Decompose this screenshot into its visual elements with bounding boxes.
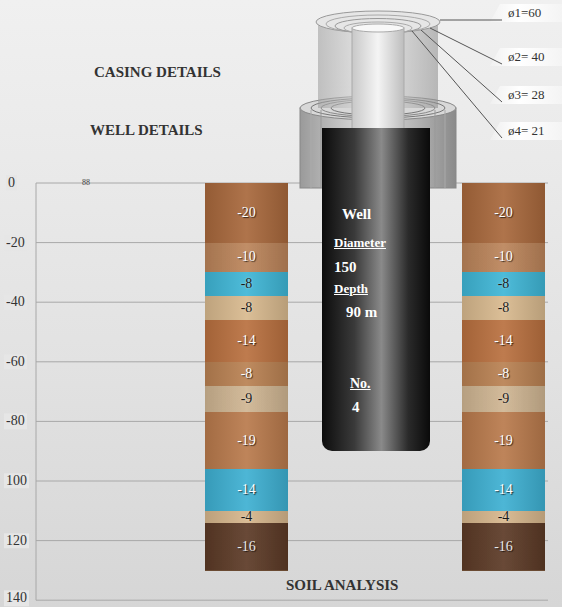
layer-thickness: -9 (498, 392, 510, 406)
casing-diameter: ø3= 28 (508, 88, 545, 102)
soil-layer: -20 (462, 183, 545, 243)
layer-thickness: -20 (237, 206, 256, 220)
well-text: Depth (334, 282, 368, 296)
layer-thickness: -8 (241, 367, 253, 381)
soil-layer: -8 (205, 362, 288, 386)
depth-tick: 140 (4, 590, 29, 605)
axis-line (36, 183, 37, 600)
grid-line (36, 600, 548, 601)
soil-layer: -10 (205, 243, 288, 273)
layer-thickness: -14 (494, 334, 513, 348)
layer-thickness: -14 (237, 334, 256, 348)
soil-layer: -14 (462, 320, 545, 362)
casing-leaders (412, 4, 562, 140)
well-text: Well (342, 206, 371, 223)
layer-thickness: -14 (494, 483, 513, 497)
soil-layer: -9 (462, 386, 545, 413)
soil-layer: -4 (462, 511, 545, 523)
soil-layer: -16 (205, 523, 288, 571)
depth-tick: -40 (4, 294, 27, 309)
well-shaft: WellDiameter 150Depth 90 m No. 4 (322, 128, 430, 451)
layer-thickness: -4 (498, 510, 510, 524)
soil-column (205, 183, 288, 571)
soil-layer: -19 (462, 412, 545, 469)
casing-diameter: ø2= 40 (508, 50, 545, 64)
soil-layer: -9 (205, 386, 288, 413)
layer-thickness: -8 (241, 277, 253, 291)
layer-thickness: -19 (237, 434, 256, 448)
depth-tick: 100 (4, 473, 29, 488)
layer-thickness: -19 (494, 434, 513, 448)
well-text: 4 (352, 399, 360, 416)
well-text: Diameter (334, 236, 386, 250)
soil-layer: -10 (462, 243, 545, 273)
soil-layer: -8 (462, 272, 545, 296)
depth-tick: -20 (4, 235, 27, 250)
section-heading: WELL DETAILS (90, 122, 203, 139)
layer-thickness: -9 (241, 392, 253, 406)
well-text: No. (350, 376, 371, 391)
layer-thickness: -10 (494, 250, 513, 264)
casing-diameter: ø1=60 (508, 6, 541, 20)
depth-tick: 120 (4, 533, 29, 548)
casing-diameter: ø4= 21 (508, 124, 545, 138)
soil-layer: -8 (205, 296, 288, 320)
depth-tick: -60 (4, 354, 27, 369)
layer-thickness: -14 (237, 483, 256, 497)
soil-layer: -20 (205, 183, 288, 243)
layer-thickness: -16 (237, 540, 256, 554)
soil-layer: -8 (462, 362, 545, 386)
layer-thickness: -10 (237, 250, 256, 264)
soil-layer: -14 (205, 469, 288, 511)
soil-layer: -19 (205, 412, 288, 469)
section-caption: SOIL ANALYSIS (286, 577, 398, 594)
soil-layer: -16 (462, 523, 545, 571)
layer-thickness: -8 (498, 277, 510, 291)
layer-thickness: -8 (498, 367, 510, 381)
depth-tick: 0 (6, 175, 17, 190)
section-heading: CASING DETAILS (94, 64, 221, 81)
depth-grid (36, 183, 548, 600)
depth-tick: -80 (4, 414, 27, 429)
layer-thickness: -20 (494, 206, 513, 220)
soil-layer: -8 (462, 296, 545, 320)
layer-thickness: -16 (494, 540, 513, 554)
soil-layer: -8 (205, 272, 288, 296)
soil-layer: -4 (205, 511, 288, 523)
soil-layer: -14 (462, 469, 545, 511)
layer-thickness: -8 (498, 301, 510, 315)
layer-thickness: -8 (241, 301, 253, 315)
well-text: 150 (334, 259, 357, 276)
soil-layer: -14 (205, 320, 288, 362)
layer-thickness: -4 (241, 510, 253, 524)
axis-note: 88 (82, 179, 90, 188)
soil-column (462, 183, 545, 571)
well-text: 90 m (346, 304, 377, 321)
